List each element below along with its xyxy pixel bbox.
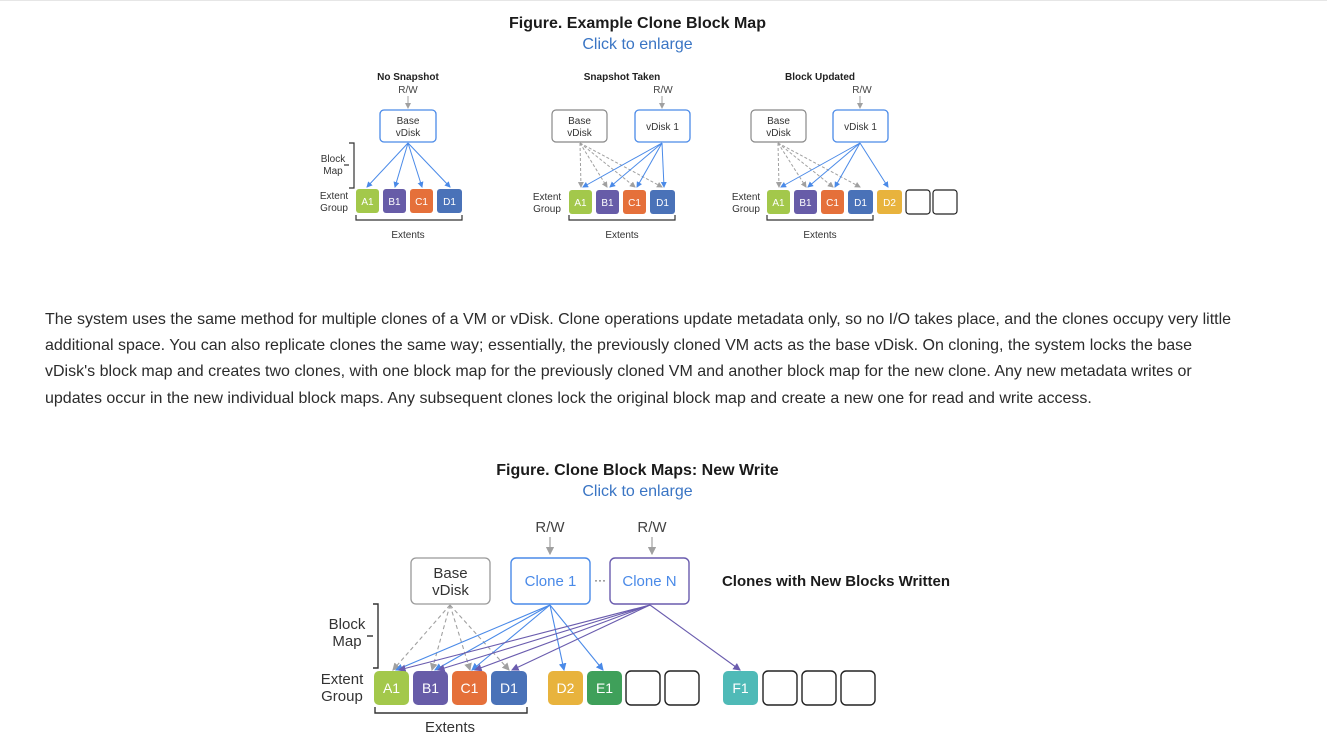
- panel2-vdisk1-box: [634, 109, 691, 143]
- figure2-cloneN-box: [609, 557, 690, 605]
- panel3-extent-group-label2: Group: [732, 204, 760, 215]
- figure2-enlarge-link[interactable]: Click to enlarge: [582, 483, 693, 500]
- figure2-extent-group-label2: Group: [321, 688, 363, 705]
- body-paragraph: The system uses the same method for mult…: [45, 311, 1232, 407]
- panel1-vdisk-label: vDisk: [396, 128, 421, 139]
- block-d1: [437, 189, 462, 213]
- panel3-block-c1: C1: [826, 198, 839, 209]
- panel2-rw-label: R/W: [653, 85, 673, 96]
- panel2-base-vdisk-box: [551, 109, 608, 143]
- panel2-block-b1: B1: [601, 198, 614, 209]
- figure2-block-f1-label: F1: [732, 680, 749, 696]
- figure1-diagram[interactable]: No Snapshot R/W Base vDisk Block Map Ext…: [0, 0, 1327, 260]
- figure2-blockmap-bracket: [373, 603, 379, 669]
- panel3-empty-block: [932, 189, 958, 215]
- figure2-empty-block: [762, 670, 798, 706]
- figure2-ellipsis: ···: [594, 573, 606, 587]
- panel3-rw-label: R/W: [852, 85, 872, 96]
- figure2-caption: Clones with New Blocks Written: [722, 573, 950, 590]
- figure2-empty-block: [801, 670, 837, 706]
- figure2-block-f1: [723, 671, 758, 705]
- figure2-block-a1-label: A1: [383, 680, 400, 696]
- figure2-extent-group-label: Extent: [321, 671, 364, 688]
- block-b1-label: B1: [388, 197, 401, 208]
- figure2-blockmap-label2: Map: [332, 633, 361, 650]
- panel2-vdisk1-label: vDisk 1: [646, 122, 679, 133]
- figure2-block-d2-label: D2: [557, 680, 575, 696]
- panel1-title: No Snapshot: [377, 72, 439, 83]
- panel3-block-a1: A1: [772, 198, 785, 209]
- panel3-block-d1: D1: [854, 198, 867, 209]
- figure2-title: Figure. Clone Block Maps: New Write: [496, 462, 779, 479]
- figure1-enlarge-link[interactable]: Click to enlarge: [582, 36, 693, 53]
- panel1-blockmap-label2: Map: [323, 166, 343, 177]
- panel3-extent-group-label: Extent: [732, 192, 761, 203]
- figure2-base-vdisk-box: [410, 557, 491, 605]
- panel1-extent-group-label2: Group: [320, 203, 348, 214]
- figure2-block-e1: [587, 671, 622, 705]
- figure2-vdisk-label: vDisk: [432, 582, 469, 599]
- figure2-block-b1-label: B1: [422, 680, 439, 696]
- panel1-base-vdisk-box: [379, 109, 437, 143]
- block-c1: [410, 189, 433, 213]
- panel2-base-label: Base: [568, 116, 591, 127]
- figure2-extents-label: Extents: [425, 719, 475, 736]
- figure2-rw2-label: R/W: [637, 519, 667, 536]
- panel3-block-b1: B1: [799, 198, 812, 209]
- panel3-extents-label: Extents: [803, 230, 836, 241]
- panel1-blockmap-label: Block: [321, 154, 346, 165]
- panel1-base-label: Base: [397, 116, 420, 127]
- block-d1-label: D1: [443, 197, 456, 208]
- figure2-block-a1: [374, 671, 409, 705]
- panel3-vdisk-label: vDisk: [766, 128, 791, 139]
- panel2-extents-label: Extents: [605, 230, 638, 241]
- figure2-empty-block: [840, 670, 876, 706]
- figure2-block-e1-label: E1: [596, 680, 613, 696]
- panel2-extent-group-label: Extent: [533, 192, 562, 203]
- figure2-empty-block: [625, 670, 661, 706]
- block-b1: [383, 189, 406, 213]
- figure1-title: Figure. Example Clone Block Map: [509, 15, 766, 32]
- panel2-block-a1: A1: [574, 198, 587, 209]
- panel1-rw-label: R/W: [398, 85, 418, 96]
- figure2-block-c1: [452, 671, 487, 705]
- panel3-title: Block Updated: [785, 72, 855, 83]
- figure2-clone1-box: [510, 557, 591, 605]
- panel2-title: Snapshot Taken: [584, 72, 661, 83]
- panel2-block-d1: D1: [656, 198, 669, 209]
- figure2-blockmap-label: Block: [329, 616, 366, 633]
- block-c1-label: C1: [415, 197, 428, 208]
- panel3-block-d2: D2: [883, 198, 896, 209]
- panel3-vdisk1-box: [832, 109, 889, 143]
- panel2-block-c1: C1: [628, 198, 641, 209]
- figure2-block-d2: [548, 671, 583, 705]
- panel2-vdisk-label: vDisk: [567, 128, 592, 139]
- panel3-vdisk1-label: vDisk 1: [844, 122, 877, 133]
- figure2-block-d1-label: D1: [500, 680, 518, 696]
- figure2-base-label: Base: [433, 565, 467, 582]
- panel2-extent-group-label2: Group: [533, 204, 561, 215]
- panel1-extent-group-label: Extent: [320, 191, 349, 202]
- figure2-clone1-label: Clone 1: [525, 573, 577, 590]
- panel1-extents-label: Extents: [391, 230, 424, 241]
- block-a1: [356, 189, 379, 213]
- figure2-cloneN-label: Clone N: [622, 573, 676, 590]
- figure2-block-d1: [491, 671, 527, 705]
- panel3-base-label: Base: [767, 116, 790, 127]
- block-a1-label: A1: [361, 197, 374, 208]
- panel3-empty-block: [905, 189, 931, 215]
- figure2-empty-block: [664, 670, 700, 706]
- figure2-block-c1-label: C1: [461, 680, 479, 696]
- top-divider: [0, 0, 1327, 1]
- panel1-blockmap-bracket: [349, 142, 355, 189]
- panel3-base-vdisk-box: [750, 109, 807, 143]
- figure2-rw1-label: R/W: [535, 519, 565, 536]
- figure2-block-b1: [413, 671, 448, 705]
